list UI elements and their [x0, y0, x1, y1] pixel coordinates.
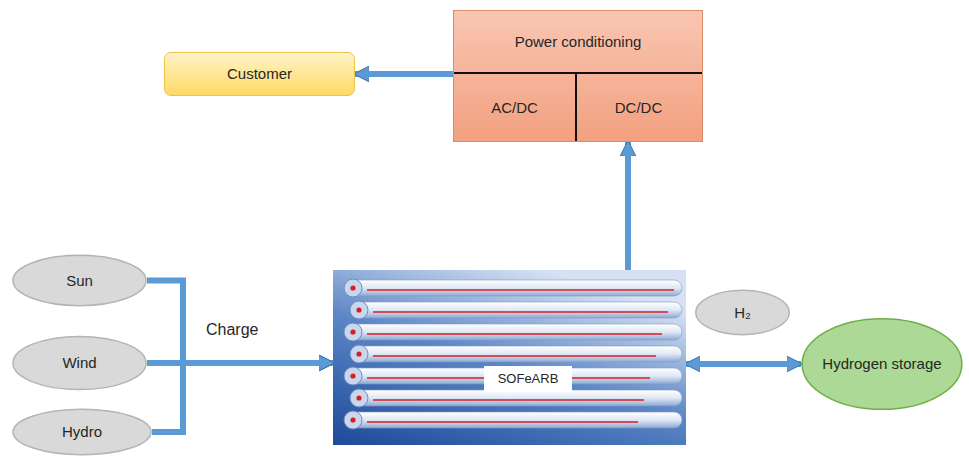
- tube-dot: [356, 395, 361, 400]
- tube-dot: [350, 285, 355, 290]
- text-area: Sun: [28, 255, 131, 306]
- source-ellipse: Sun: [12, 255, 147, 306]
- tube: [344, 323, 682, 341]
- converter-cell: AC/DC: [454, 72, 577, 141]
- source-ellipse: Wind: [12, 336, 147, 390]
- converter-cell: DC/DC: [577, 72, 702, 141]
- tube-line: [373, 399, 644, 401]
- tube: [344, 279, 682, 297]
- stack-label: SOFeARB: [484, 366, 573, 392]
- node-label: Power conditioning: [515, 33, 642, 51]
- tube-line: [373, 355, 656, 357]
- tube-end: [350, 301, 368, 319]
- tube-body: [345, 324, 682, 340]
- gas-ellipse: H₂: [695, 290, 790, 335]
- battery-stack: SOFeARB: [333, 270, 686, 445]
- tube-body: [351, 302, 682, 318]
- tube-end: [344, 367, 362, 385]
- flow-arrow: [686, 361, 801, 367]
- ellipse-shape: [696, 290, 790, 334]
- text-area: DC/DC: [577, 74, 700, 141]
- tube-end: [344, 279, 362, 297]
- edge-label: Charge: [204, 321, 260, 339]
- node-label: Hydro: [62, 423, 102, 441]
- text-area: SOFeARB: [461, 363, 595, 395]
- tube-dot: [350, 329, 355, 334]
- node-label: Sun: [66, 272, 93, 290]
- tube-body: [345, 412, 682, 428]
- flow-arrow: [152, 363, 333, 432]
- tube-end: [350, 389, 368, 407]
- tube-stack-illustration: [333, 270, 686, 445]
- tube-end: [344, 411, 362, 429]
- ellipse-shape: [13, 409, 151, 454]
- tube: [344, 411, 682, 429]
- ellipse-shape: [802, 319, 962, 410]
- tube-line: [373, 311, 668, 313]
- ellipse-shape: [13, 336, 146, 389]
- tube-body: [351, 346, 682, 362]
- node-label: Hydrogen storage: [822, 355, 941, 373]
- tube-dot: [350, 373, 355, 378]
- node-label: Customer: [227, 65, 292, 83]
- node-label: Wind: [62, 354, 96, 372]
- text-area: H₂: [706, 290, 778, 335]
- flow-arrow: [147, 281, 333, 364]
- text-area: Power conditioning: [454, 11, 702, 73]
- tube: [350, 345, 682, 363]
- customer-box: Customer: [164, 52, 355, 96]
- node-label: AC/DC: [491, 99, 538, 117]
- text-area: Wind: [28, 336, 131, 390]
- text-area: AC/DC: [454, 74, 575, 141]
- text-area: Hydro: [29, 409, 135, 455]
- tube-dot: [350, 417, 355, 422]
- tube-end: [350, 345, 368, 363]
- stack-background: [333, 270, 686, 445]
- flow-arrow: [625, 142, 631, 270]
- tube-end: [344, 323, 362, 341]
- text-area: Customer: [165, 53, 354, 95]
- tube-dot: [356, 307, 361, 312]
- node-label: DC/DC: [615, 99, 663, 117]
- tube-body: [351, 390, 682, 406]
- tube-body: [345, 280, 682, 296]
- node-label: H₂: [734, 304, 751, 322]
- tube-dot: [356, 351, 361, 356]
- tube-line: [367, 289, 674, 291]
- source-ellipse: Hydro: [12, 409, 152, 455]
- tube: [350, 301, 682, 319]
- tube-line: [367, 333, 662, 335]
- ellipse-shape: [13, 255, 146, 305]
- flow-arrow: [355, 71, 453, 77]
- tube-line: [367, 421, 638, 423]
- text-area: Hydrogen storage: [820, 318, 943, 410]
- process-box: Power conditioningAC/DC DC/DC: [453, 10, 703, 142]
- storage-ellipse: Hydrogen storage: [801, 318, 963, 410]
